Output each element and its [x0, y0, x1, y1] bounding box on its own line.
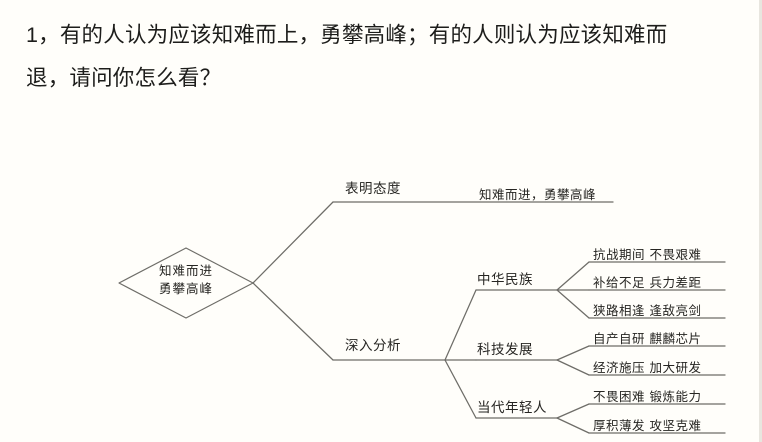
root-node-line2: 勇攀高峰 [158, 281, 213, 296]
root-node-diamond [118, 247, 254, 319]
page-right-edge [759, 0, 762, 442]
edge-root-to-biaomingtaidu [252, 201, 334, 284]
branch-label-shenruFenxi: 深入分析 [345, 338, 401, 354]
edge-dangdai-leaf-2 [556, 417, 590, 434]
edge-zhonghuaminzu-leaf-1 [556, 261, 590, 291]
root-node-label: 知难而进 勇攀高峰 [119, 262, 253, 298]
leaf-zhonghuaminzu-2: 补给不足 兵力差距 [593, 275, 702, 290]
leaf-kejifazhan-1: 自产自研 麒麟芯片 [593, 331, 702, 346]
edge-to-dangdainianqingren [444, 359, 477, 419]
edge-kejifazhan-leaf-2 [556, 359, 590, 376]
leaf-dangdainianqingren-2: 厚积薄发 攻坚克难 [593, 418, 702, 433]
subbranch-label-dangdainianqingren: 当代年轻人 [477, 400, 547, 416]
edge-root-to-shenruFenxi [252, 282, 334, 361]
edge-to-zhonghuaminzu [444, 289, 477, 361]
leaf-kejifazhan-2: 经济施压 加大研发 [593, 360, 702, 375]
leaf-zhonghuaminzu-3: 狭路相逢 逢敌亮剑 [593, 303, 702, 318]
subbranch-label-zhonghuaminzu: 中华民族 [477, 272, 533, 288]
edge-kejifazhan-leaf-1 [556, 345, 590, 361]
subbranch-label-kejifazhan: 科技发展 [477, 342, 533, 358]
question-prompt: 1，有的人认为应该知难而上，勇攀高峰；有的人则认为应该知难而 退，请问你怎么看？ [26, 23, 668, 90]
root-node-line1: 知难而进 [158, 263, 213, 278]
edge-dangdai-leaf-1 [556, 403, 590, 419]
edge-zhonghuaminzu-leaf-3 [556, 289, 590, 319]
leaf-dangdainianqingren-1: 不畏困难 锻炼能力 [593, 389, 702, 404]
leaf-biaomingtaidu-1: 知难而进，勇攀高峰 [479, 187, 597, 202]
leaf-zhonghuaminzu-1: 抗战期间 不畏艰难 [593, 247, 702, 262]
branch-label-biaomingtaidu: 表明态度 [345, 181, 401, 197]
